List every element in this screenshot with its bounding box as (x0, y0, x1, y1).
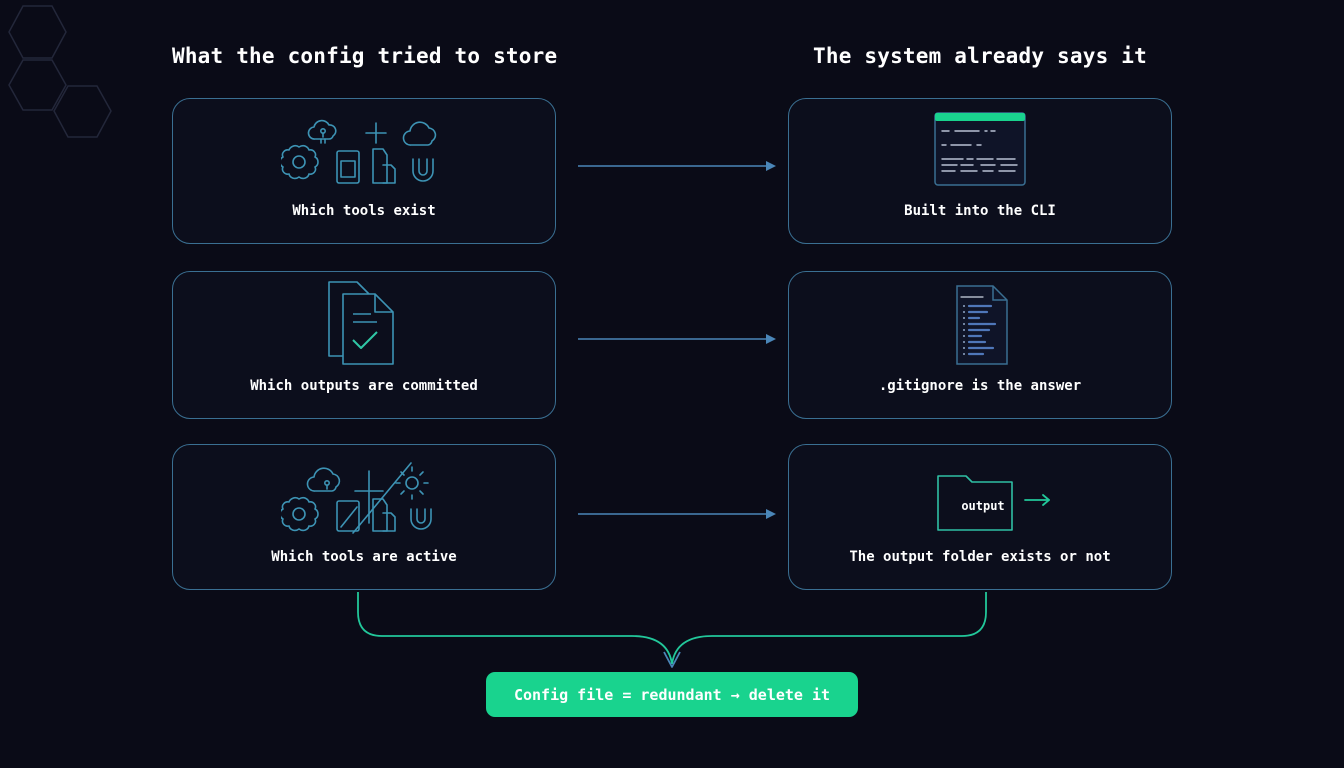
card-which-outputs-committed: Which outputs are committed (172, 271, 556, 419)
card-which-tools-exist: Which tools exist (172, 98, 556, 244)
card-label-output-folder: The output folder exists or not (849, 549, 1111, 565)
card-output-folder-exists: output The output folder exists or not (788, 444, 1172, 590)
card-label-gitignore: .gitignore is the answer (878, 378, 1082, 394)
card-which-tools-active: Which tools are active (172, 444, 556, 590)
tool-icons-crossed-out-icon (281, 462, 432, 534)
terminal-window-icon (934, 112, 1026, 186)
card-label-tools-active: Which tools are active (271, 549, 457, 565)
card-label-outputs: Which outputs are committed (250, 378, 478, 394)
tool-icons-grid-icon (281, 119, 437, 184)
heading-system-says: The system already says it (813, 44, 1147, 68)
card-built-into-cli: Built into the CLI (788, 98, 1172, 244)
heading-config-stored: What the config tried to store (172, 44, 558, 68)
folder-icon (937, 475, 1013, 531)
hexagon-pattern-decoration (8, 5, 112, 138)
card-label-cli: Built into the CLI (904, 203, 1056, 219)
merge-line-right (671, 592, 987, 665)
text-file-icon (956, 285, 1008, 365)
verdict-banner: Config file = redundant → delete it (486, 672, 858, 717)
folder-label: output (961, 499, 1005, 513)
card-label-tools-exist: Which tools exist (292, 203, 436, 219)
card-gitignore-answer: .gitignore is the answer (788, 271, 1172, 419)
arrow-right-icon (1024, 494, 1050, 506)
verdict-text: Config file = redundant → delete it (513, 685, 831, 704)
merge-arrowhead (663, 651, 681, 668)
merge-line-left (357, 592, 673, 665)
stacked-documents-checkmark-icon (328, 281, 394, 365)
